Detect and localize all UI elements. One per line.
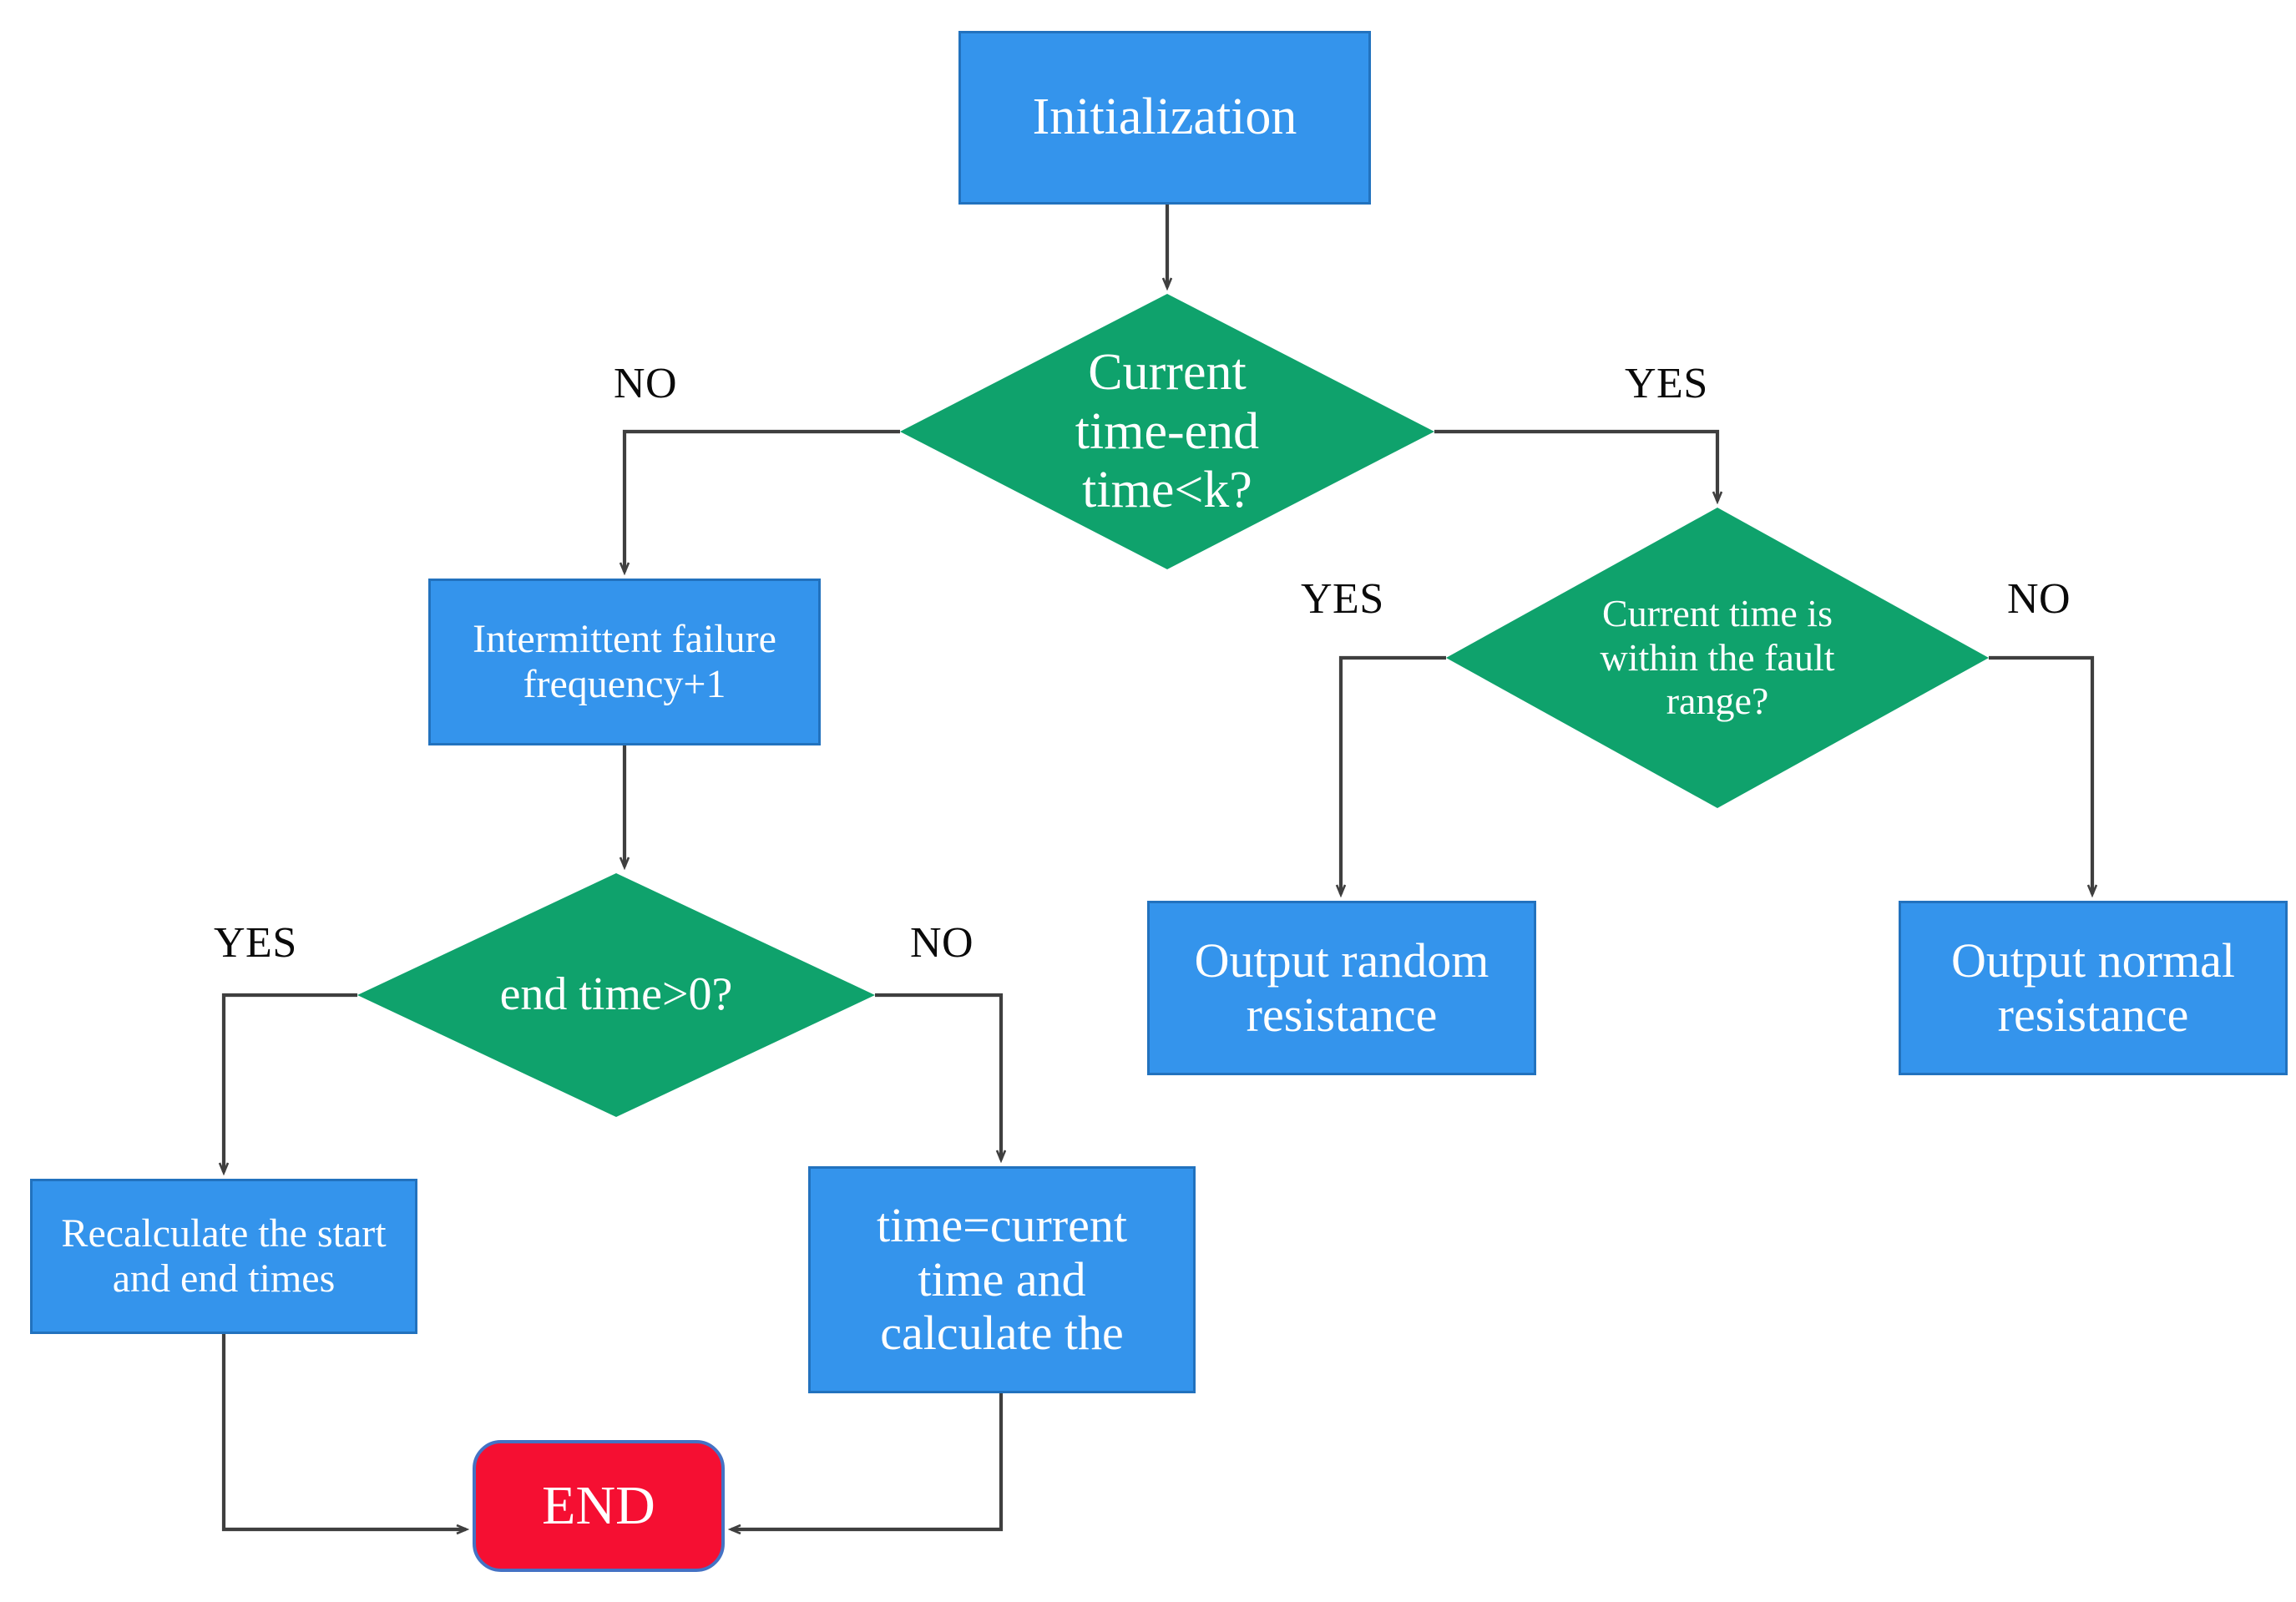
edge-label-no-current-time: NO (614, 360, 678, 407)
edge-label-no-end-time: NO (910, 919, 974, 967)
node-end-time-greater-zero[interactable]: end time>0? (357, 873, 875, 1117)
node-current-time-within-fault-range[interactable]: Current time is within the fault range? (1446, 508, 1989, 808)
edge-endtime-no-to-timecurrent (875, 993, 1001, 1160)
edge-faultrange-no-to-normal (1989, 655, 2092, 894)
edge-endtime-yes-to-recalculate (224, 993, 357, 1172)
node-end-time-greater-zero-label: end time>0? (499, 968, 733, 1021)
edge-label-yes-end-time: YES (214, 919, 297, 967)
edge-recalculate-to-end (221, 1334, 466, 1529)
edge-timecurrent-to-end (731, 1393, 1004, 1529)
node-current-time-end-time[interactable]: Current time-end time<k? (900, 294, 1434, 569)
node-output-random-resistance[interactable]: Output random resistance (1147, 901, 1536, 1075)
node-initialization[interactable]: Initialization (958, 31, 1371, 205)
edge-label-yes-current-time: YES (1625, 360, 1708, 407)
edge-decision1-yes-to-faultrange (1434, 429, 1717, 501)
edge-faultrange-yes-to-random (1341, 655, 1446, 894)
node-current-time-end-time-label: Current time-end time<k? (1075, 343, 1260, 519)
node-end[interactable]: END (473, 1440, 725, 1572)
edge-decision1-no-to-frequency (625, 429, 900, 572)
edge-label-yes-fault-range: YES (1301, 575, 1384, 623)
node-recalculate-start-end-times[interactable]: Recalculate the start and end times (30, 1179, 417, 1334)
node-output-normal-resistance[interactable]: Output normal resistance (1899, 901, 2288, 1075)
edge-label-no-fault-range: NO (2007, 575, 2071, 623)
node-current-time-within-fault-range-label: Current time is within the fault range? (1600, 592, 1835, 723)
node-intermittent-failure-frequency[interactable]: Intermittent failure frequency+1 (428, 579, 821, 745)
node-time-equals-current-time[interactable]: time=current time and calculate the (808, 1166, 1196, 1393)
